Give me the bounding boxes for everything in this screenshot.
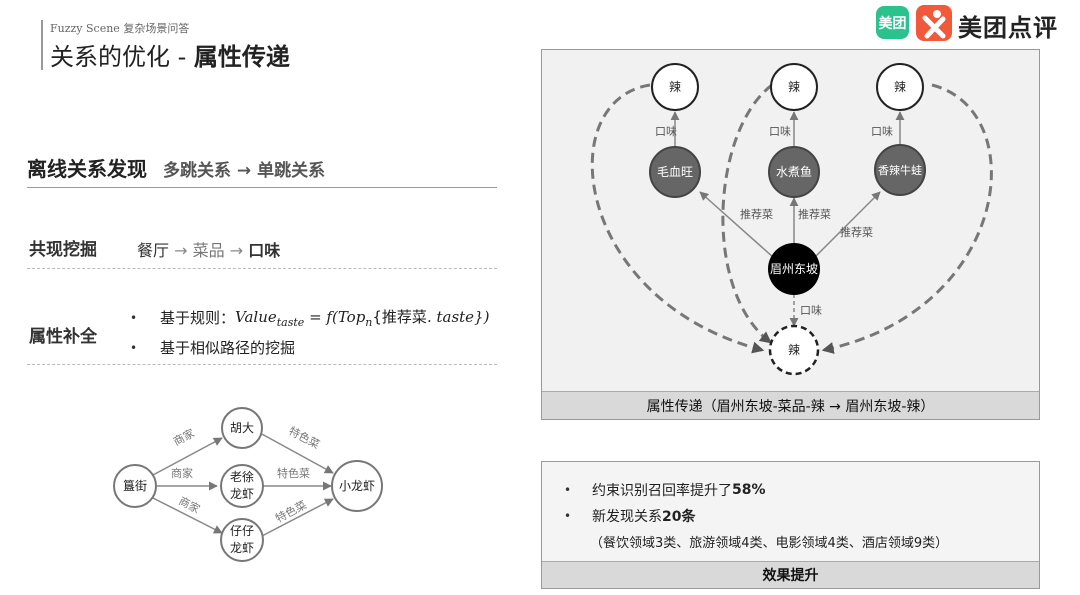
result-domains: （餐饮领域3类、旅游领域4类、电影领域4类、酒店领域9类） (590, 536, 949, 551)
section-heading: 离线关系发现 多跳关系 → 单跳关系 (27, 153, 325, 182)
attr-rule-prefix: 基于规则： (160, 309, 236, 327)
small-relation-graph: 商家 商家 商家 特色菜 特色菜 特色菜 簋街 胡大 老徐 龙虾 仔仔 龙虾 小… (113, 407, 383, 562)
bullet-dot: • (130, 340, 138, 355)
node-la-target (768, 324, 820, 376)
node-maoxuewang (649, 146, 701, 198)
attr-label: 属性补全 (29, 327, 97, 347)
node-label-huda: 胡大 (230, 421, 254, 435)
result-relations-value: 20条 (662, 509, 696, 525)
cooccur-item-dish: 菜品 (192, 241, 225, 260)
edge-label-tese-1: 特色菜 (287, 424, 323, 452)
cooccur-item-restaurant: 餐厅 (137, 241, 170, 260)
edge-zaizai-xiaolongxia (259, 498, 334, 538)
attr-bullet-path: • 基于相似路径的挖掘 (130, 337, 295, 358)
header-accent-line (41, 20, 43, 70)
node-la-3 (876, 63, 924, 111)
edge-meizhou-maoxuewang (699, 191, 775, 259)
cooccur-item-taste: 口味 (248, 241, 281, 260)
edge-label-kouwei-4: 口味 (800, 304, 822, 317)
propagation-curve-mid (721, 83, 773, 344)
edge-guijie-zaizai (152, 497, 223, 534)
node-label-laoxu-1: 老徐 (230, 469, 254, 484)
result-recall-value: 58% (732, 482, 766, 498)
node-laoxu (220, 464, 264, 508)
propagation-curve-left (590, 83, 765, 354)
attr-bullet-rule: • 基于规则： Valuetaste = f(Topn{推荐菜. taste}) (130, 306, 489, 329)
edge-label-kouwei-2: 口味 (769, 125, 791, 138)
node-label-laoxu-2: 龙虾 (230, 487, 254, 501)
dianping-logo-icon (916, 5, 952, 41)
diagram-caption: 属性传递（眉州东坡-菜品-辣 → 眉州东坡-辣） (542, 391, 1039, 419)
propagation-curve-right (821, 83, 993, 354)
node-label-zaizai-1: 仔仔 (230, 524, 254, 538)
edge-label-shangjia-2: 商家 (171, 466, 193, 480)
section-title: 离线关系发现 (27, 157, 147, 181)
result-recall-text: 约束识别召回率提升了 (592, 483, 732, 499)
edge-label-tuijian-2: 推荐菜 (798, 207, 831, 221)
page-title-main: 关系的优化 - (50, 43, 194, 71)
edge-guijie-huda (152, 437, 223, 476)
node-label-zaizai-2: 龙虾 (230, 541, 254, 555)
meituan-badge: 美团 (876, 6, 909, 39)
node-label-la-target: 辣 (788, 343, 800, 357)
edge-huda-xiaolongxia (259, 432, 334, 474)
section-subtitle: 多跳关系 → 单跳关系 (163, 161, 326, 181)
attr-rule-formula: Valuetaste = f(Topn{推荐菜. taste}) (235, 306, 489, 329)
row-divider (27, 364, 497, 365)
formula-sub-taste: taste (276, 316, 305, 329)
section-divider (27, 187, 497, 188)
node-la-2 (770, 63, 818, 111)
result-relations-text: 新发现关系 (592, 509, 662, 525)
brand-name: 美团点评 (958, 14, 1058, 42)
edge-meizhou-niuwa (813, 191, 881, 259)
node-xianglaniuwa (874, 144, 926, 196)
edge-label-tuijian-3: 推荐菜 (840, 225, 873, 239)
formula-sub-n: n (365, 316, 373, 329)
node-label-xianglaniuwa: 香辣牛蛙 (878, 163, 922, 177)
node-shuizhuyu (768, 146, 820, 198)
node-label-maoxuewang: 毛血旺 (657, 165, 693, 179)
node-xiaolongxia (331, 460, 383, 512)
formula-rest: . taste}) (426, 308, 490, 326)
node-label-la-2: 辣 (788, 80, 800, 94)
page-subtitle: Fuzzy Scene 复杂场景问答 (50, 22, 190, 35)
node-la-1 (651, 63, 699, 111)
cooccur-chain: 餐厅 → 菜品 → 口味 (137, 237, 280, 261)
edge-label-tese-2: 特色菜 (277, 466, 310, 480)
node-guijie (113, 464, 157, 508)
bullet-dot: • (564, 483, 572, 497)
node-label-guijie: 簋街 (123, 478, 147, 493)
edge-label-kouwei-3: 口味 (871, 125, 893, 138)
node-label-la-1: 辣 (669, 80, 681, 94)
bullet-dot: • (130, 310, 138, 325)
formula-cn: {推荐菜 (372, 308, 427, 326)
arrow-icon: → (229, 241, 244, 260)
node-label-shuizhuyu: 水煮鱼 (776, 165, 812, 179)
node-label-meizhou: 眉州东坡 (770, 262, 818, 276)
edge-label-shangjia-1: 商家 (171, 426, 197, 449)
attr-path-text: 基于相似路径的挖掘 (160, 339, 296, 357)
attribute-propagation-panel: 辣 辣 辣 毛血旺 水煮鱼 香辣牛蛙 眉州东坡 辣 口味 口味 口味 口味 推荐… (541, 49, 1040, 420)
bullet-dot: • (564, 509, 572, 523)
node-meizhou (768, 243, 820, 295)
page-title-bold: 属性传递 (193, 43, 290, 71)
node-huda (221, 407, 263, 449)
edge-label-tuijian-1: 推荐菜 (740, 207, 773, 221)
cooccur-label: 共现挖掘 (29, 240, 97, 260)
arrow-icon: → (174, 241, 188, 260)
page-title: 关系的优化 - 属性传递 (50, 37, 290, 72)
formula-eq: = f(Top (304, 308, 366, 326)
node-label-xiaolongxia: 小龙虾 (339, 479, 375, 493)
attribute-propagation-diagram: 辣 辣 辣 毛血旺 水煮鱼 香辣牛蛙 眉州东坡 辣 口味 口味 口味 口味 推荐… (590, 63, 993, 376)
node-label-la-3: 辣 (894, 80, 906, 94)
edge-label-kouwei-1: 口味 (655, 125, 677, 138)
row-divider (27, 268, 497, 269)
node-zaizai (220, 518, 264, 562)
results-footer: 效果提升 (542, 561, 1039, 588)
formula-value: Value (235, 308, 277, 326)
